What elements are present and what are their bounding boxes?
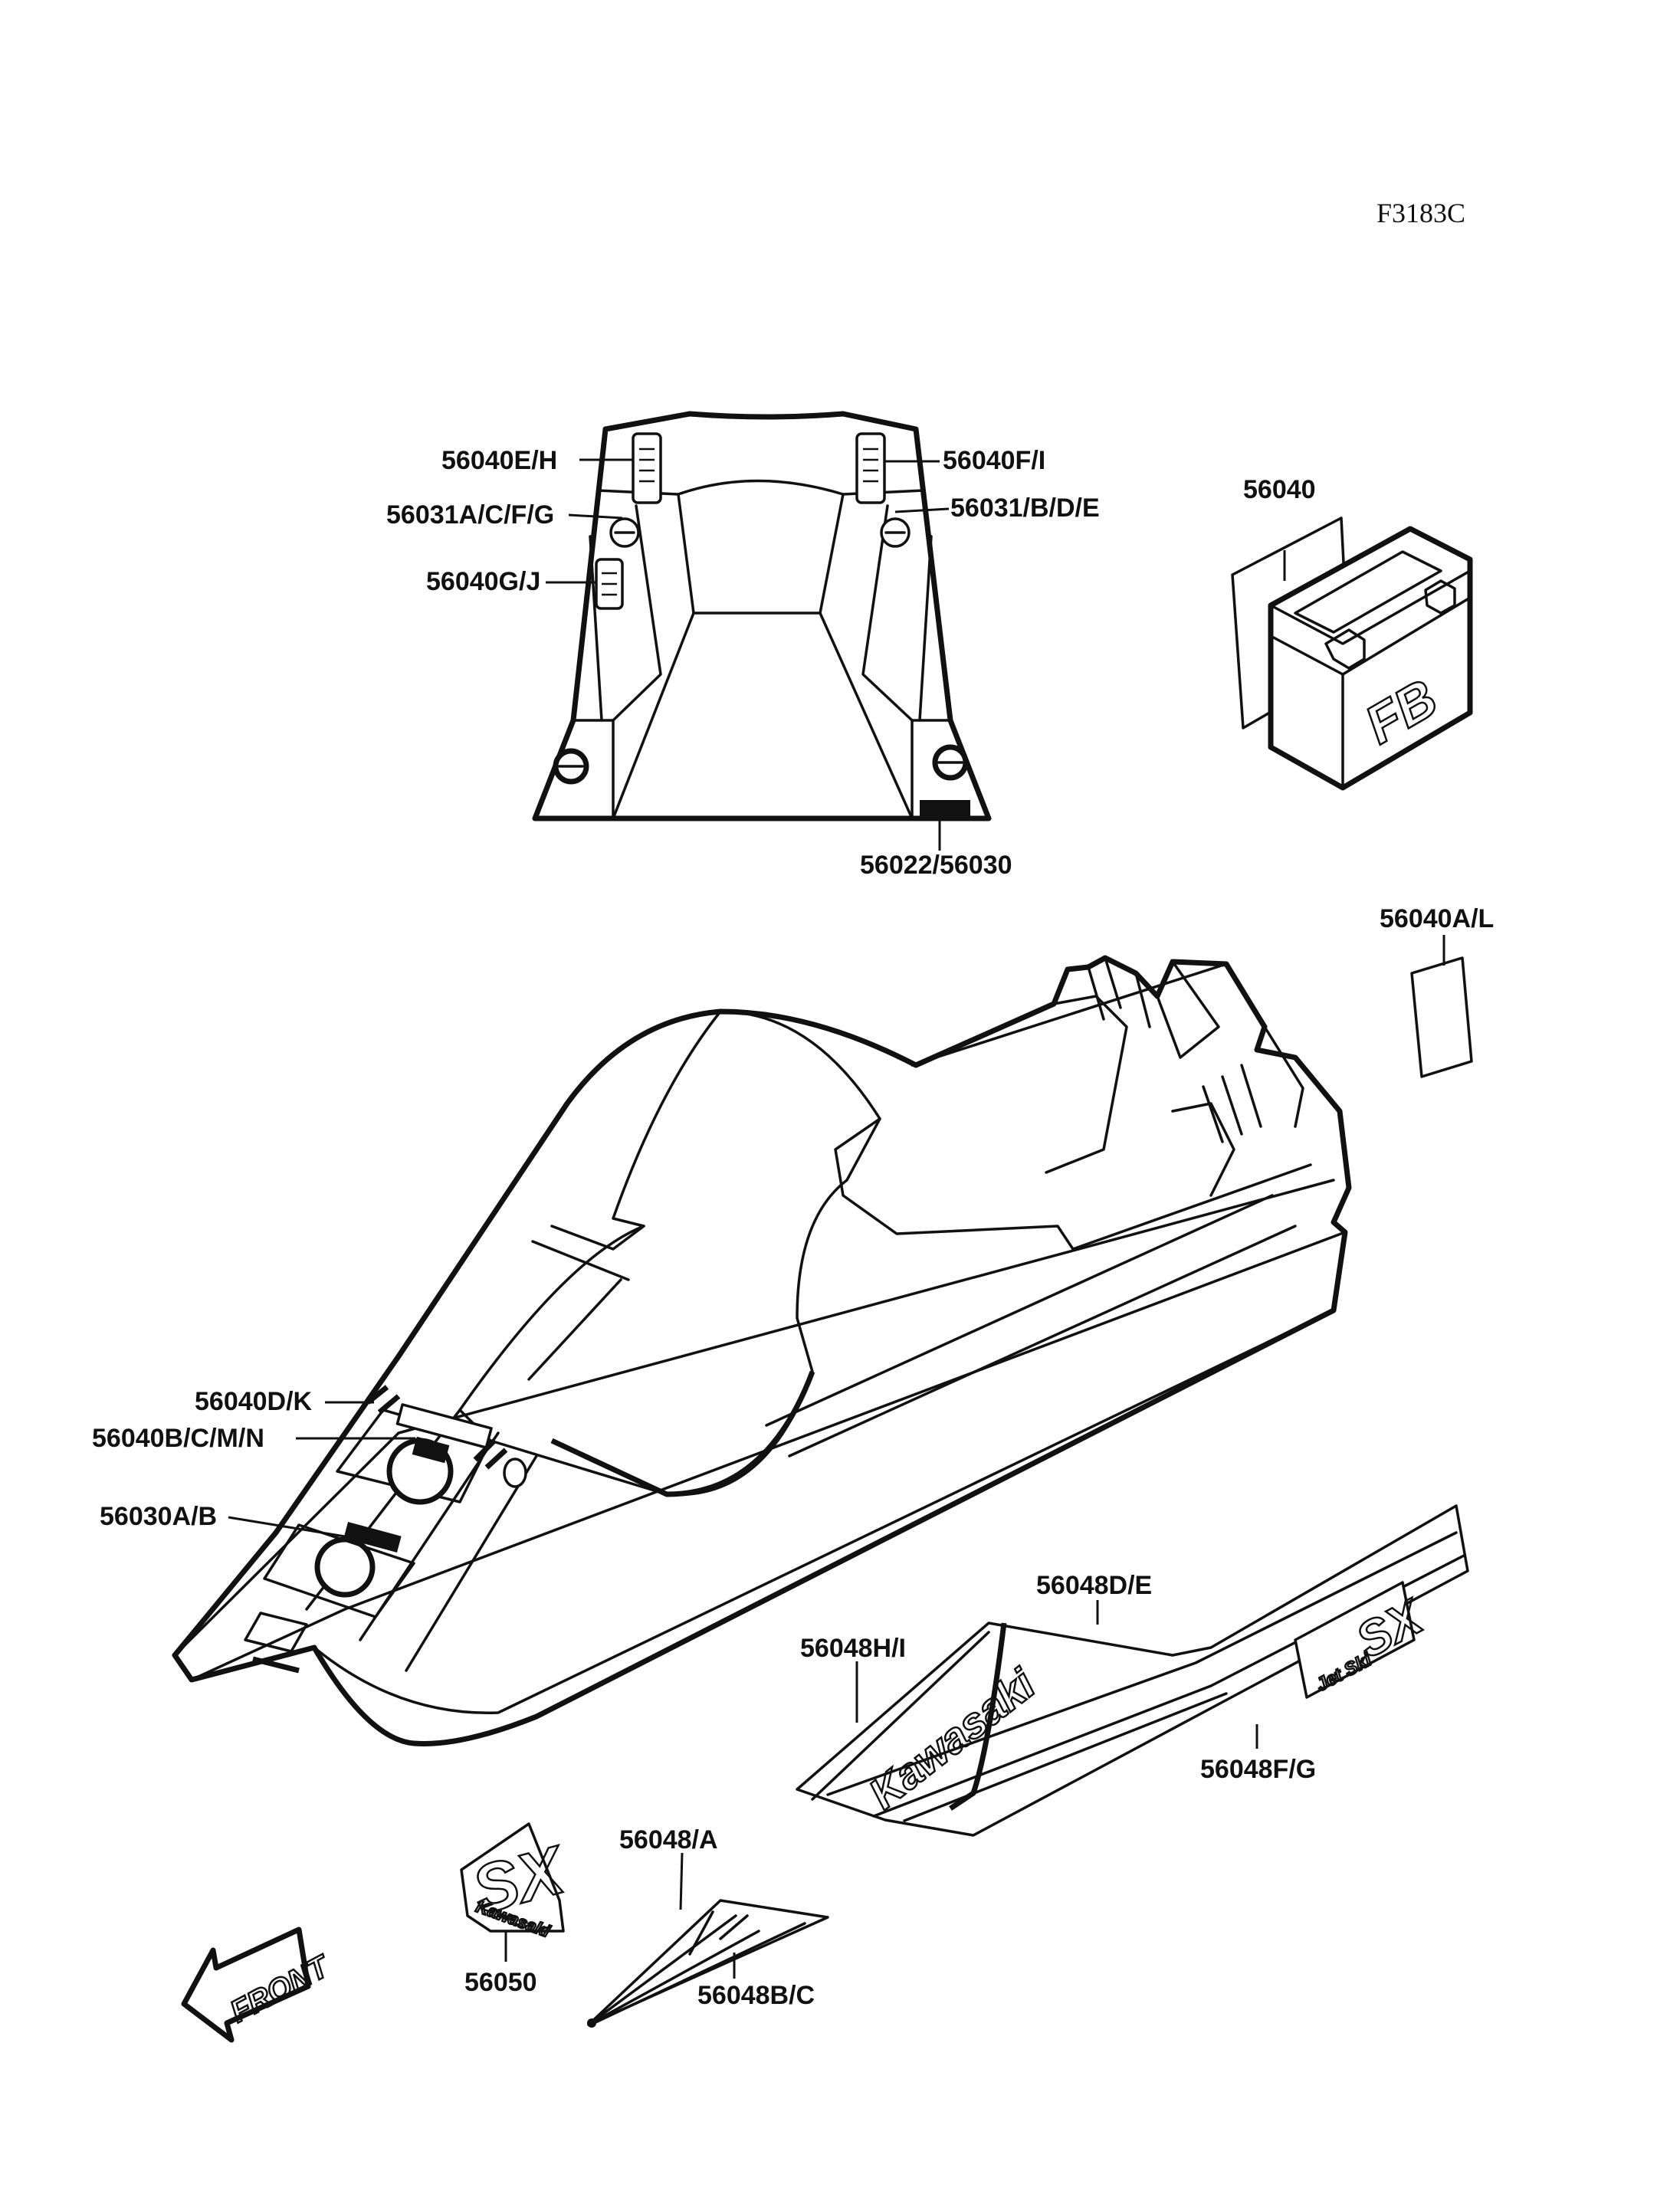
decal-56040AL (1410, 956, 1473, 1078)
callout-labels: 56040E/H 56040F/I 56031A/C/F/G 56031/B/D… (92, 446, 1494, 2010)
front-stripe-decal (587, 1899, 829, 2028)
label-56040DK: 56040D/K (195, 1387, 313, 1416)
label-56048HI: 56048H/I (800, 1634, 906, 1663)
label-56040GJ: 56040G/J (426, 567, 540, 596)
label-56040FI: 56040F/I (943, 446, 1045, 475)
engine-hood (532, 411, 992, 821)
label-56040EH: 56040E/H (441, 446, 557, 475)
hull (172, 955, 1352, 1747)
label-56050: 56050 (464, 1968, 537, 1997)
side-decal-large: Kawasaki Jet Ski SX (796, 1504, 1469, 1837)
diagram-code: F3183C (1376, 198, 1465, 228)
label-56040BCMN: 56040B/C/M/N (92, 1424, 264, 1453)
label-56031BDE: 56031/B/D/E (950, 494, 1100, 523)
label-56022-56030: 56022/56030 (860, 851, 1012, 880)
front-arrow-icon: FRONT (181, 1926, 337, 2043)
label-56048A: 56048/A (619, 1825, 718, 1854)
label-56031ACFG: 56031A/C/F/G (386, 500, 554, 530)
battery: FB (1231, 516, 1473, 791)
label-56040AL: 56040A/L (1380, 904, 1494, 933)
label-56048BC: 56048B/C (697, 1981, 815, 2010)
label-56048FG: 56048F/G (1200, 1755, 1316, 1784)
label-56048DE: 56048D/E (1036, 1571, 1152, 1600)
sx-emblem-decal: SX Kawasaki (460, 1822, 576, 1942)
label-56030AB: 56030A/B (100, 1502, 217, 1531)
label-56040: 56040 (1243, 475, 1316, 504)
callout-leaders (228, 458, 1445, 1979)
